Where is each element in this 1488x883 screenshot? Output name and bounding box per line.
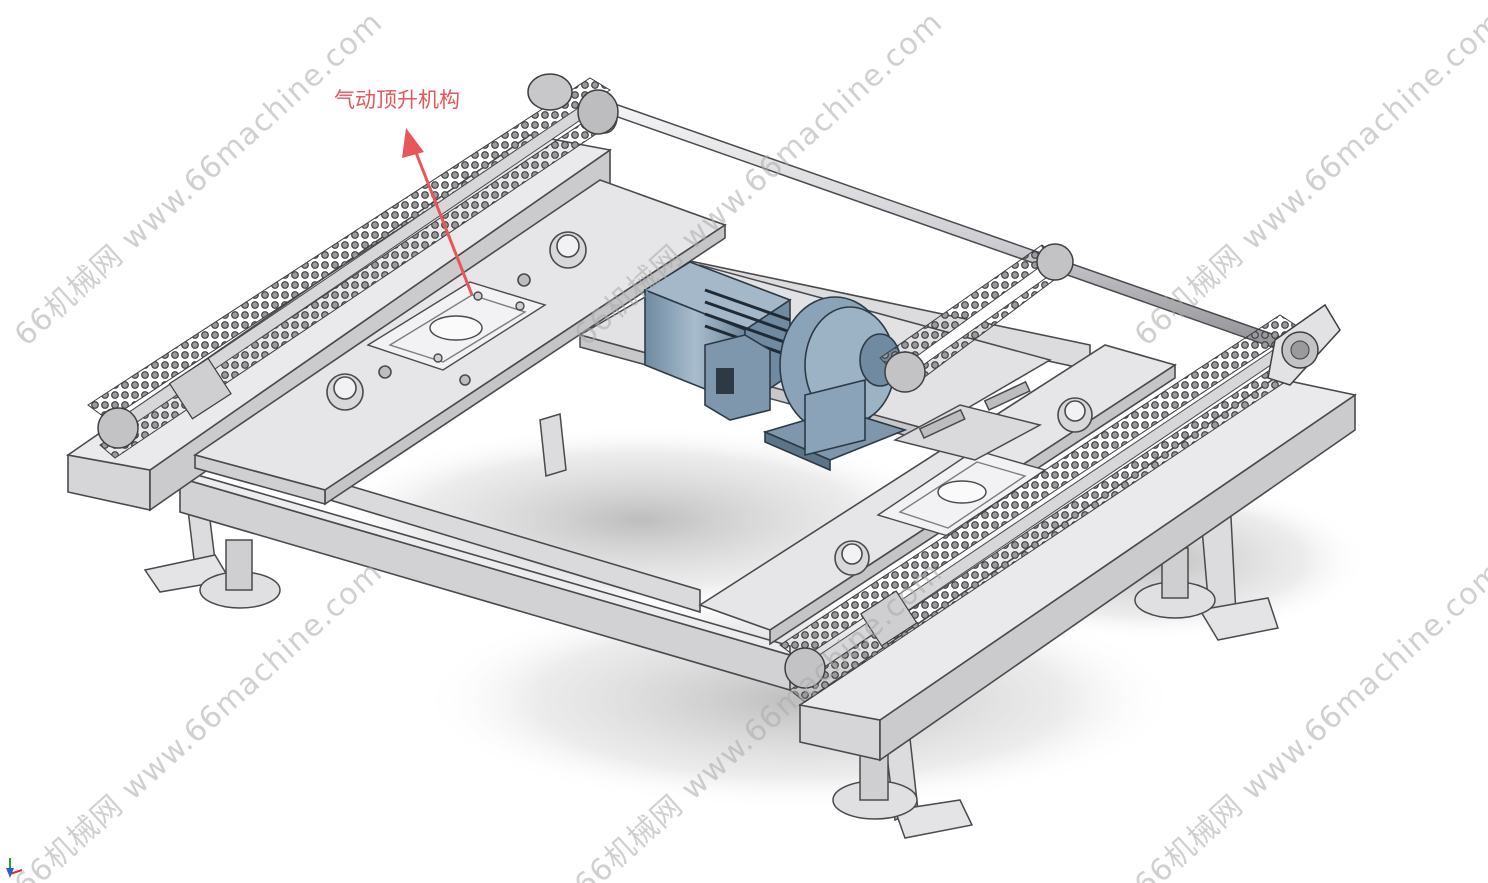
drive-chain — [879, 243, 1074, 393]
gear-motor — [643, 261, 908, 472]
axis-triad-icon — [6, 858, 23, 878]
callout-arrow — [402, 128, 474, 296]
pneumatic-lift-label: 气动顶升机构 — [334, 88, 460, 112]
pneumatic-lift-unit-left — [366, 281, 547, 371]
left-chain-rail — [87, 73, 619, 459]
right-chain-rail — [779, 303, 1341, 703]
support-legs — [143, 413, 1279, 839]
